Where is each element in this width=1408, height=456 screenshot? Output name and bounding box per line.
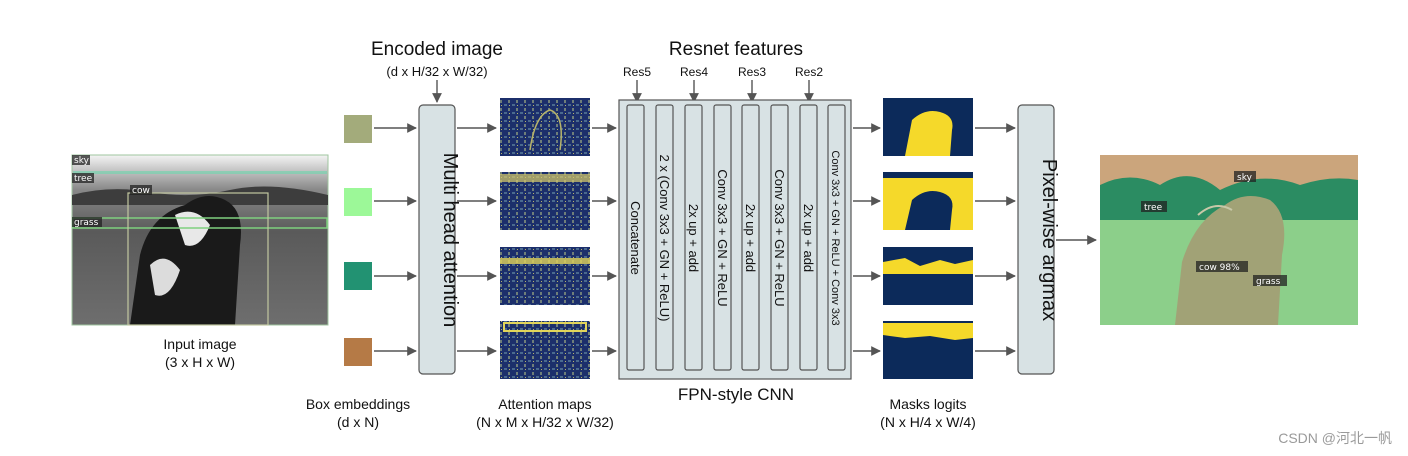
- encoded-image-shape: (d x H/32 x W/32): [386, 64, 487, 79]
- input-image-caption: Input image: [163, 336, 236, 352]
- input-tag-grass: grass: [74, 218, 99, 228]
- output-image: sky tree cow 98% grass: [1100, 155, 1358, 325]
- output-tag-sky: sky: [1237, 173, 1253, 183]
- fpn-layer-2-label: 2 x (Conv 3x3 + GN + ReLU): [657, 155, 672, 322]
- fpn-layer-7-label: 2x up + add: [801, 204, 816, 272]
- attention-map-2: [500, 172, 590, 230]
- pixel-wise-argmax-label: Pixel-wise argmax: [1038, 159, 1060, 321]
- fpn-layer-4: [713, 104, 732, 371]
- fpn-layer-5-label: 2x up + add: [743, 204, 758, 272]
- input-tag-cow: cow: [132, 186, 150, 196]
- mask-logit-4: [883, 321, 973, 379]
- mask-logits-shape: (N x H/4 x W/4): [880, 414, 976, 430]
- input-tag-sky: sky: [74, 156, 90, 166]
- attention-map-3: [500, 247, 590, 305]
- mask-logits-caption: Masks logits: [889, 396, 966, 412]
- attention-map-4: [500, 321, 590, 379]
- fpn-layer-8: [827, 104, 846, 371]
- box-embeddings-caption: Box embeddings: [306, 396, 410, 412]
- fpn-layer-7: [799, 104, 818, 371]
- multi-head-attention-block: [418, 104, 456, 375]
- mask-logit-3: [883, 247, 973, 305]
- fpn-layer-1-label: Concatenate: [628, 201, 643, 275]
- resnet-level-res3: Res3: [738, 65, 766, 79]
- fpn-layers: Concatenate 2 x (Conv 3x3 + GN + ReLU) 2…: [626, 104, 846, 371]
- input-tag-tree: tree: [74, 174, 93, 184]
- box-embedding-4: [344, 338, 372, 366]
- box-embeddings-shape: (d x N): [337, 414, 379, 430]
- output-tag-tree: tree: [1144, 203, 1163, 213]
- multi-head-attention-label: Multi head attention: [439, 153, 461, 328]
- fpn-layer-1: [626, 104, 645, 371]
- fpn-layer-3-label: 2x up + add: [686, 204, 701, 272]
- encoded-image-title: Encoded image: [371, 39, 503, 60]
- mask-logit-2: [883, 172, 973, 230]
- fpn-layer-6: [770, 104, 789, 371]
- resnet-level-res4: Res4: [680, 65, 708, 79]
- fpn-layer-5: [741, 104, 760, 371]
- box-embedding-2: [344, 188, 372, 216]
- resnet-level-res5: Res5: [623, 65, 651, 79]
- resnet-level-res2: Res2: [795, 65, 823, 79]
- fpn-cnn-caption: FPN-style CNN: [678, 385, 794, 404]
- attention-map-1: [500, 98, 590, 156]
- input-image: sky tree cow grass: [71, 154, 329, 326]
- fpn-layer-8-label: Conv 3x3 + GN + ReLU + Conv 3x3: [829, 150, 841, 325]
- mask-logit-1: [883, 98, 973, 156]
- attention-maps-shape: (N x M x H/32 x W/32): [476, 414, 614, 430]
- output-tag-cow: cow 98%: [1199, 263, 1240, 273]
- fpn-layer-2: [655, 104, 674, 371]
- attention-maps-caption: Attention maps: [498, 396, 591, 412]
- fpn-layer-3: [684, 104, 703, 371]
- box-embedding-1: [344, 115, 372, 143]
- resnet-features-title: Resnet features: [669, 39, 803, 60]
- watermark: CSDN @河北一帆: [1278, 430, 1392, 446]
- box-embedding-3: [344, 262, 372, 290]
- input-image-shape: (3 x H x W): [165, 354, 235, 370]
- fpn-layer-4-label: Conv 3x3 + GN + ReLU: [715, 169, 730, 306]
- output-tag-grass: grass: [1256, 277, 1281, 287]
- pixel-wise-argmax-block: [1017, 104, 1055, 375]
- fpn-layer-6-label: Conv 3x3 + GN + ReLU: [772, 169, 787, 306]
